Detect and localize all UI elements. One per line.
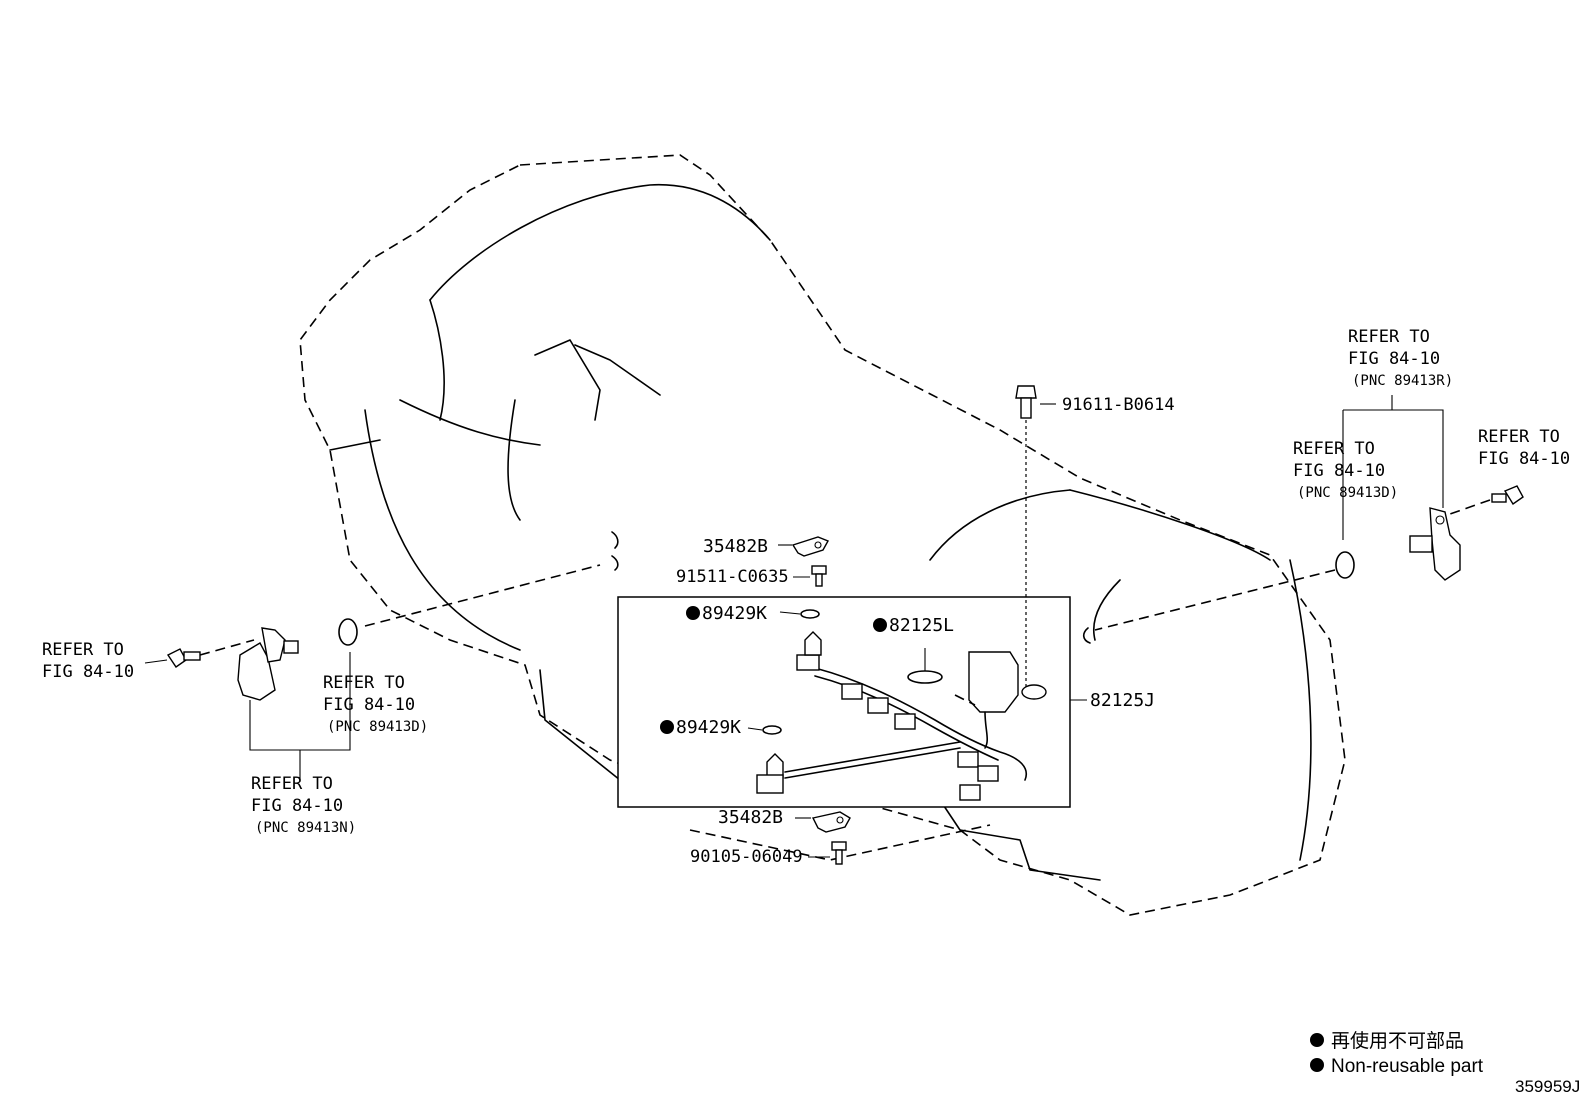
ref-right-top-line1: REFER TO	[1348, 327, 1430, 347]
non-reusable-marker-82125L	[873, 618, 887, 632]
figure-code: 359959J	[1515, 1077, 1580, 1096]
ref-left-oring-line3: (PNC 89413D)	[327, 719, 428, 735]
ref-left-sensor-line2: FIG 84-10	[251, 796, 343, 816]
wire-harness-82125J	[756, 631, 1087, 801]
right-speed-sensor	[1342, 395, 1461, 581]
ref-left-sensor-line3: (PNC 89413N)	[255, 820, 356, 836]
ref-right-oring-line2: FIG 84-10	[1293, 461, 1385, 481]
label-91511-C0635: 91511-C0635	[676, 567, 789, 587]
ref-right-top-line2: FIG 84-10	[1348, 349, 1440, 369]
ref-left-oring-line2: FIG 84-10	[323, 695, 415, 715]
label-82125L: 82125L	[889, 615, 954, 636]
label-35482B-bottom: 35482B	[718, 807, 783, 828]
clamp-35482B-top	[778, 536, 829, 557]
bolt-91611-B0614	[1015, 385, 1056, 690]
label-35482B-top: 35482B	[703, 536, 768, 557]
ref-right-top-line3: (PNC 89413R)	[1352, 373, 1453, 389]
o-ring-89429K-top	[800, 609, 820, 619]
transmission-housing	[299, 154, 1346, 916]
legend-text-jp: 再使用不可部品	[1331, 1030, 1464, 1052]
label-90105-06049: 90105-06049	[690, 847, 803, 867]
label-91611-B0614: 91611-B0614	[1062, 395, 1175, 415]
non-reusable-marker-89429K-bottom	[660, 720, 674, 734]
legend-text-en: Non-reusable part	[1331, 1056, 1484, 1077]
ref-right-bolt-line2: FIG 84-10	[1478, 449, 1570, 469]
bolt-91511-C0635	[793, 565, 827, 587]
clamp-35482B-bottom	[795, 811, 851, 833]
ref-right-oring-line1: REFER TO	[1293, 439, 1375, 459]
label-82125J: 82125J	[1090, 690, 1155, 711]
legend-marker-jp	[1310, 1033, 1324, 1047]
left-speed-sensor	[237, 627, 351, 780]
ref-right-bolt-line1: REFER TO	[1478, 427, 1560, 447]
o-ring-89429K-bottom	[762, 725, 782, 735]
right-o-ring	[1335, 551, 1355, 579]
ref-left-sensor-line1: REFER TO	[251, 774, 333, 794]
label-89429K-top: 89429K	[702, 603, 767, 624]
ref-right-oring-line3: (PNC 89413D)	[1297, 485, 1398, 501]
left-o-ring	[338, 618, 358, 646]
label-89429K-bottom: 89429K	[676, 717, 741, 738]
ref-left-bolt-line1: REFER TO	[42, 640, 124, 660]
ref-left-bolt-line2: FIG 84-10	[42, 662, 134, 682]
bolt-90105-06049	[808, 841, 847, 865]
legend-marker-en	[1310, 1058, 1324, 1072]
right-bolt	[1449, 485, 1524, 515]
ref-left-oring-line1: REFER TO	[323, 673, 405, 693]
non-reusable-marker-89429K-top	[686, 606, 700, 620]
legend: 再使用不可部品 Non-reusable part	[1310, 1030, 1484, 1077]
left-bolt	[144, 639, 255, 668]
